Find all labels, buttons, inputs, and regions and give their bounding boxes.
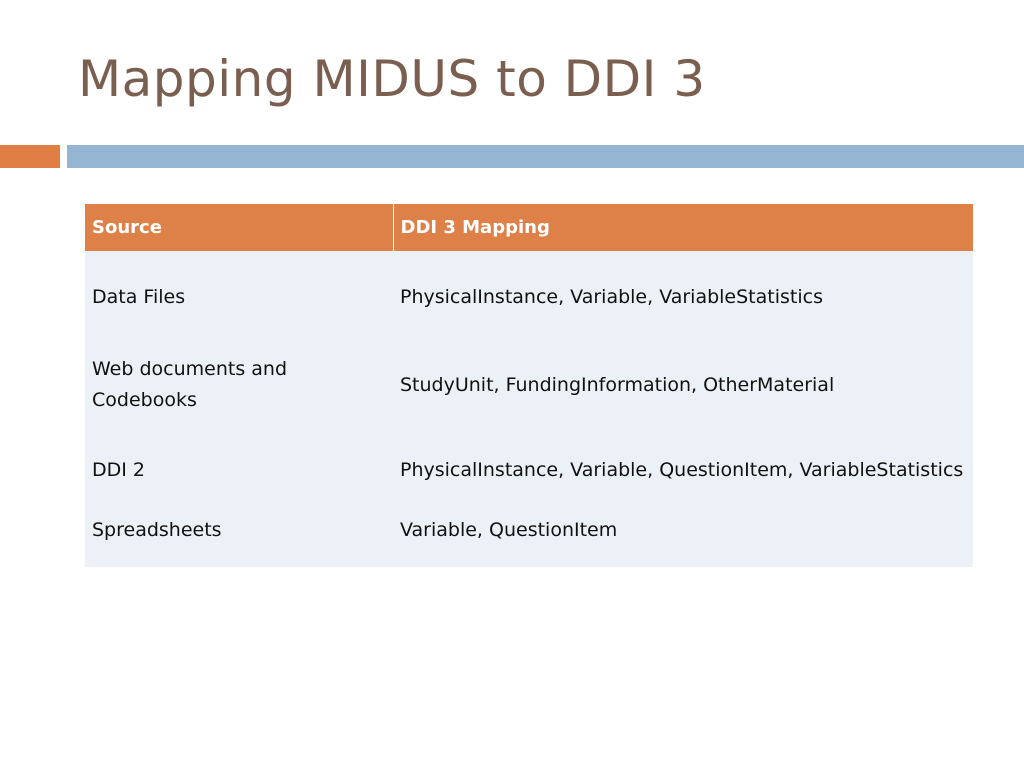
mapping-table: Source DDI 3 Mapping Data Files Physical…: [85, 204, 973, 567]
cell-source: Web documents and Codebooks: [85, 343, 393, 427]
header-source: Source: [85, 204, 393, 251]
accent-bar-blue: [67, 145, 1024, 168]
cell-mapping: Variable, QuestionItem: [393, 513, 973, 567]
cell-source: Data Files: [85, 251, 393, 343]
cell-source: Spreadsheets: [85, 513, 393, 567]
slide-title: Mapping MIDUS to DDI 3: [78, 50, 706, 108]
mapping-table-container: Source DDI 3 Mapping Data Files Physical…: [85, 204, 973, 567]
table-header-row: Source DDI 3 Mapping: [85, 204, 973, 251]
table-row: Web documents and Codebooks StudyUnit, F…: [85, 343, 973, 427]
table-row: DDI 2 PhysicalInstance, Variable, Questi…: [85, 427, 973, 513]
header-ddi3-mapping: DDI 3 Mapping: [392, 204, 973, 251]
cell-mapping: StudyUnit, FundingInformation, OtherMate…: [393, 343, 973, 427]
cell-mapping: PhysicalInstance, Variable, VariableStat…: [393, 251, 973, 343]
cell-mapping: PhysicalInstance, Variable, QuestionItem…: [393, 427, 973, 513]
table-row: Spreadsheets Variable, QuestionItem: [85, 513, 973, 567]
accent-bar-orange: [0, 145, 60, 168]
cell-source: DDI 2: [85, 427, 393, 513]
table-row: Data Files PhysicalInstance, Variable, V…: [85, 251, 973, 343]
